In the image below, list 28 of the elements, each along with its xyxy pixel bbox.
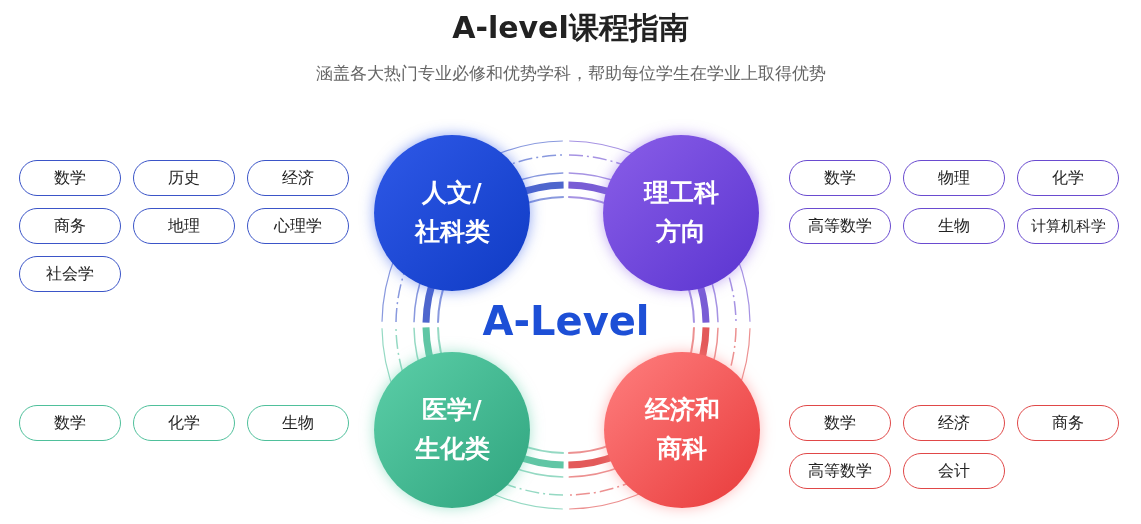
subject-tag: 化学 (1017, 160, 1119, 196)
category-circle: 医学/生化类 (374, 352, 530, 508)
title: A-level课程指南 (451, 9, 690, 47)
subject-tag: 经济 (247, 160, 349, 196)
subject-tag: 心理学 (247, 208, 349, 244)
center-label: A-Level (481, 298, 651, 344)
subject-tag: 数学 (789, 405, 891, 441)
category-circle: 经济和商科 (604, 352, 760, 508)
subject-tag: 历史 (133, 160, 235, 196)
category-circle: 理工科方向 (603, 135, 759, 291)
subtitle: 涵盖各大热门专业必修和优势学科，帮助每位学生在学业上取得优势 (314, 62, 827, 85)
subject-tag: 数学 (789, 160, 891, 196)
subject-tag: 商务 (1017, 405, 1119, 441)
subject-tag: 高等数学 (789, 453, 891, 489)
subject-tag: 地理 (133, 208, 235, 244)
subject-tag: 化学 (133, 405, 235, 441)
subject-tag: 物理 (903, 160, 1005, 196)
subject-tag: 数学 (19, 160, 121, 196)
subject-tag: 经济 (903, 405, 1005, 441)
subject-tag: 生物 (903, 208, 1005, 244)
subject-tag: 高等数学 (789, 208, 891, 244)
subject-tag: 数学 (19, 405, 121, 441)
subject-tag: 商务 (19, 208, 121, 244)
subject-tag: 会计 (903, 453, 1005, 489)
subject-tag: 社会学 (19, 256, 121, 292)
subject-tag: 生物 (247, 405, 349, 441)
category-circle: 人文/社科类 (374, 135, 530, 291)
subject-tag: 计算机科学 (1017, 208, 1119, 244)
